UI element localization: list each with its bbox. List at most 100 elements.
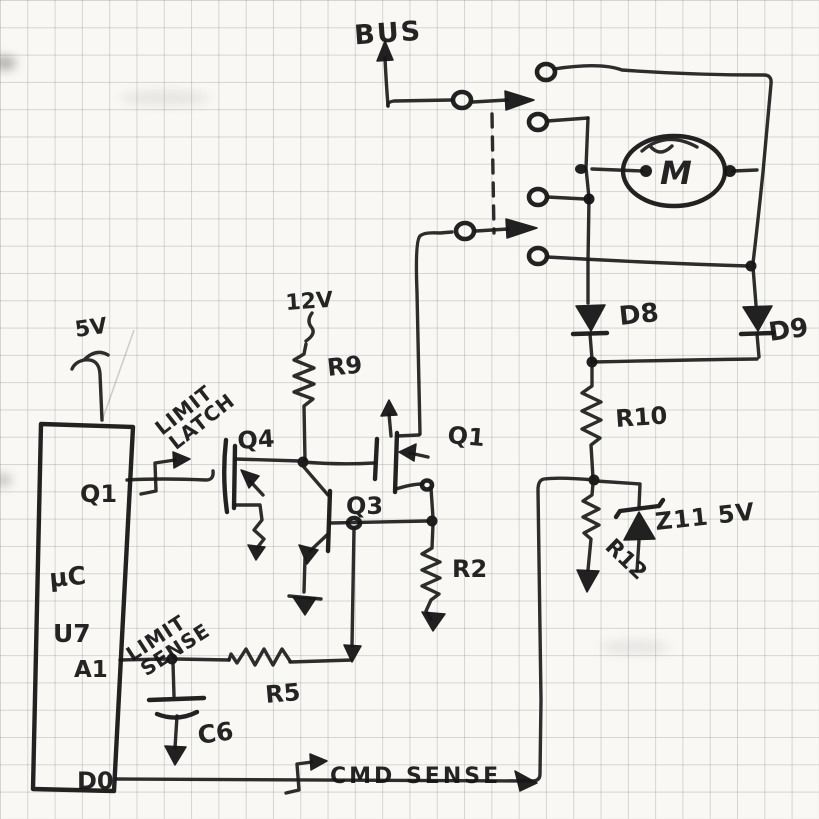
cmd-pulse-arrowhead (309, 753, 328, 771)
pole1-throw-down-link (545, 116, 590, 123)
cmd-sense-wire-run (115, 476, 596, 795)
q3-emitter-lead (302, 556, 307, 594)
switch-gang-dashed-link (490, 112, 496, 235)
z11-label: Z11 5V (654, 498, 757, 536)
pole2-wiper (474, 227, 510, 233)
cmd-corner-arrowhead (514, 770, 538, 792)
r5-label: R5 (264, 678, 301, 709)
bus-wire (383, 56, 390, 108)
resistor-r12 (581, 481, 601, 572)
d9-lead-top (751, 265, 758, 307)
d9-label: D9 (767, 313, 810, 348)
r9-label: R9 (326, 350, 364, 382)
q4-source-wire (233, 503, 266, 550)
c6-lead-bottom (173, 714, 179, 750)
motor (575, 133, 759, 209)
q3-emitter-arrowhead (298, 544, 319, 565)
motor-right-terminal (724, 165, 736, 177)
limit-sense-label: LIMIT SENSE (122, 610, 215, 681)
q4-pulse-arrowhead (172, 451, 191, 469)
q4-drain-wire (233, 457, 302, 463)
cmd-sense-wire (115, 476, 596, 783)
resistor-r12-branch (576, 481, 601, 593)
q4-channel-bar (231, 443, 238, 511)
pole2-throw-up-contact (526, 186, 550, 208)
q4-body-arrowhead (240, 469, 260, 489)
r5-vertical-arrowhead (343, 644, 362, 663)
paper-smudge (600, 640, 670, 654)
q1-source-wire (394, 482, 424, 491)
supply-5v-label: 5V (73, 314, 109, 343)
pole2-throw-down-link (545, 255, 750, 268)
zener-z11-branch (594, 479, 666, 573)
junction-source-node (426, 515, 438, 527)
z11-triangle (623, 511, 656, 541)
pole1-pivot-contact (450, 89, 474, 111)
d8-label: D8 (618, 298, 661, 332)
d9-triangle (742, 305, 773, 332)
resistor-r5 (227, 647, 292, 667)
q1-source-blob (419, 478, 435, 492)
z11-lead-bottom (635, 538, 641, 573)
resistor-r10 (580, 362, 603, 480)
r12-down-arrowhead (576, 569, 600, 593)
motor-body-doodle (640, 137, 699, 154)
resistor-r9 (292, 342, 316, 462)
supply-5v-lead (70, 350, 110, 422)
q4-gate-wire (125, 469, 215, 482)
q1-channel-bar (392, 430, 400, 495)
q3-ground-arrowhead (292, 596, 317, 616)
uc-refdes-label: U7 (53, 619, 91, 648)
switch-pole-1 (450, 61, 590, 133)
paper-smudge (0, 56, 16, 70)
pole2-throw-up-link (545, 195, 587, 201)
motor-left-terminal (640, 165, 652, 177)
pole1-wiper-arrowhead (504, 90, 535, 111)
uc-name-label: µC (48, 561, 87, 593)
paper-smudge (120, 90, 210, 106)
cmd-pulse-edge (284, 760, 314, 795)
c6-plate-top (146, 695, 207, 703)
uc-pin-d0-label: D0 (77, 767, 114, 795)
mosfet-q4 (125, 437, 302, 561)
motor-left-lead (590, 167, 644, 173)
q4-source-arrowhead (247, 544, 266, 561)
q4-gate-bar (222, 437, 230, 515)
motor-right-lead (731, 168, 759, 173)
motor-rail-junction-blob (575, 164, 587, 174)
gate-node-to-q1-wire (301, 460, 376, 466)
junction-a1-c6 (166, 653, 178, 665)
r12-label: R12 (600, 534, 652, 585)
diode-cathode-bus-wire (590, 357, 759, 364)
supply-12v-label: 12V (285, 288, 334, 316)
junction-d8-d9 (586, 356, 598, 368)
z11-cathode-bar (613, 497, 666, 520)
switch-pole-2 (414, 186, 750, 436)
pole1-throw-up-contact (534, 61, 558, 83)
r2-label: R2 (452, 555, 487, 583)
diode-d9 (738, 265, 776, 359)
supply-12v-lead (304, 311, 315, 343)
limit-sense-network (118, 526, 362, 766)
cmd-sense-label: CMD SENSE (330, 764, 501, 789)
q3-base-wire (329, 519, 430, 525)
q1-drain-wire (395, 433, 421, 438)
uc-pin-q1-label: Q1 (80, 480, 117, 508)
pole2-throw-down-contact (526, 245, 550, 267)
d8-triangle (575, 304, 606, 332)
bus-up-arrowhead (376, 40, 394, 62)
microcontroller-box (30, 329, 136, 794)
junction-left-rail (583, 193, 595, 205)
q3-base-bar (325, 488, 333, 554)
d9-lead-bottom (755, 332, 761, 359)
q1-drain-arrowhead (380, 399, 398, 417)
a1-wire (118, 657, 231, 662)
pole1-throw-down-contact (526, 111, 550, 133)
r5-to-base-vertical-wire (350, 526, 356, 648)
q1-gate-bar (372, 436, 380, 482)
uc-pin-a1-label: A1 (74, 657, 108, 683)
resistor-r2 (420, 522, 442, 621)
z11-lead-top (594, 479, 642, 509)
